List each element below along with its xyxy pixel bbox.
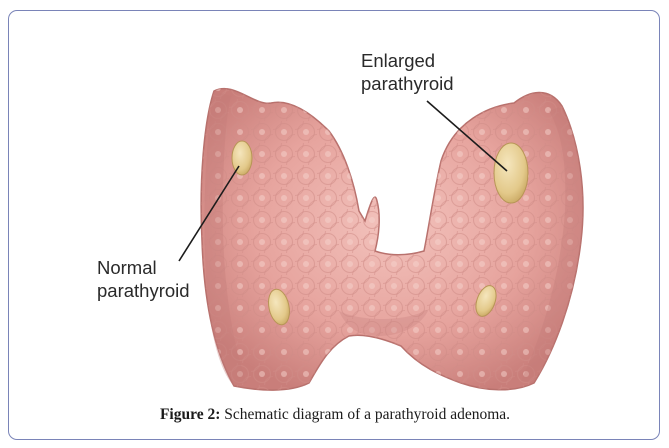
enlarged-label-line2: parathyroid	[361, 72, 454, 95]
figure-frame: Enlarged parathyroid Normal parathyroid …	[8, 10, 660, 440]
normal-label-line2: parathyroid	[97, 279, 190, 302]
normal-parathyroid-label: Normal parathyroid	[97, 256, 190, 302]
enlarged-parathyroid	[494, 143, 528, 203]
enlarged-parathyroid-label: Enlarged parathyroid	[361, 49, 454, 95]
enlarged-label-line1: Enlarged	[361, 49, 454, 72]
thyroid-illustration	[9, 11, 660, 401]
figure-caption: Figure 2: Schematic diagram of a parathy…	[9, 406, 660, 424]
caption-prefix: Figure 2:	[160, 406, 220, 423]
caption-text: Schematic diagram of a parathyroid adeno…	[220, 406, 510, 423]
normal-parathyroid-upper	[232, 141, 252, 175]
thyroid-gland	[201, 89, 583, 391]
normal-label-line1: Normal	[97, 256, 190, 279]
